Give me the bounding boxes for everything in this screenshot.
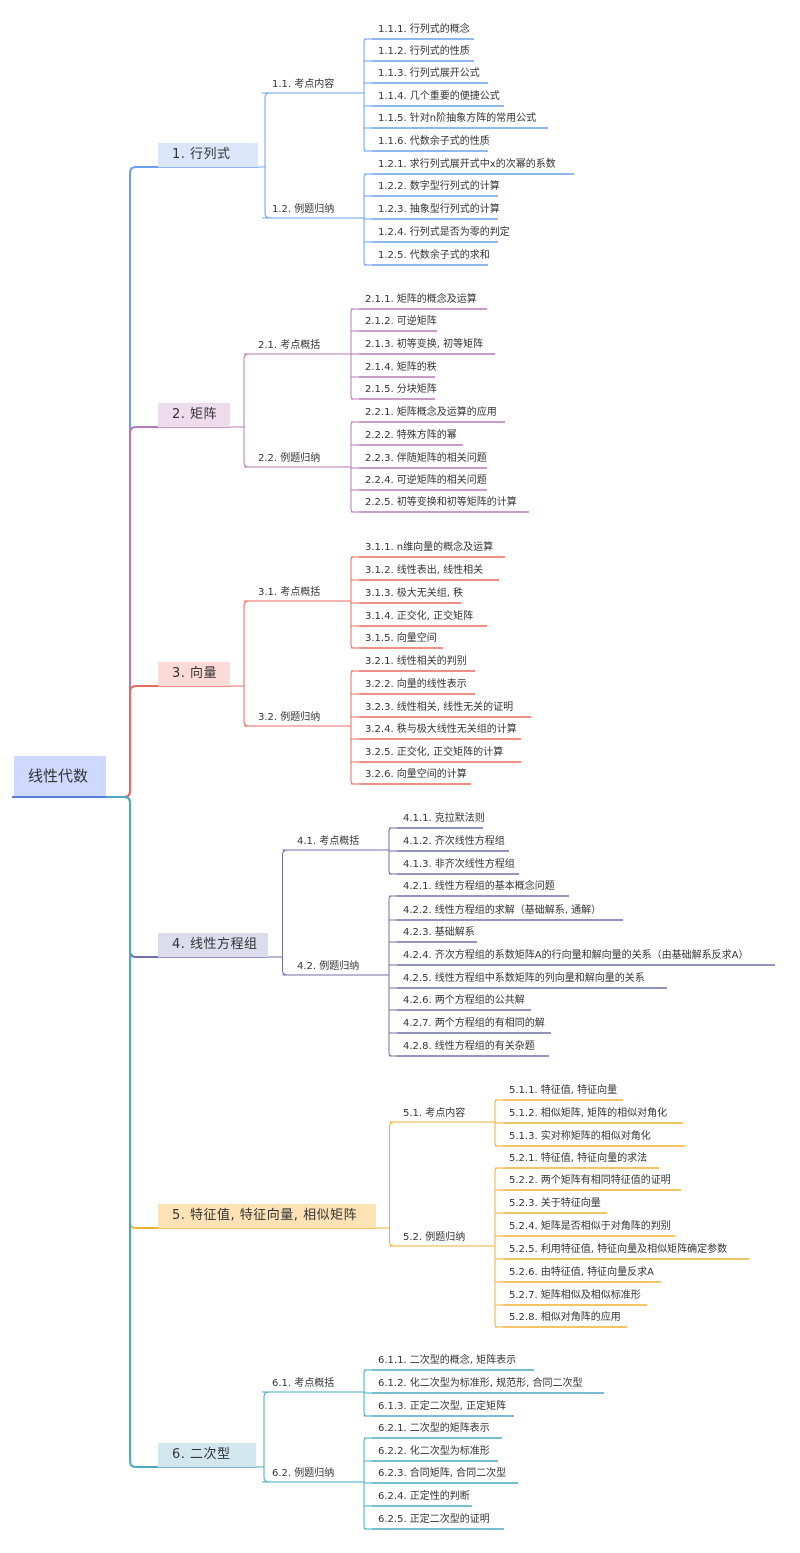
branch-node-1[interactable]: 1. 行列式: [158, 143, 258, 167]
sub-node-5-2[interactable]: 5.2. 例题归纳: [403, 1232, 466, 1243]
leaf-node-3-2-1[interactable]: 3.2.1. 线性相关的判别: [365, 656, 467, 667]
leaf-node-4-1-3[interactable]: 4.1.3. 非齐次线性方程组: [403, 859, 515, 870]
leaf-node-1-2-2[interactable]: 1.2.2. 数字型行列式的计算: [378, 181, 500, 192]
leaf-node-5-1-2[interactable]: 5.1.2. 相似矩阵, 矩阵的相似对角化: [509, 1108, 668, 1119]
sub-node-4-2[interactable]: 4.2. 例题归纳: [297, 961, 360, 972]
leaf-node-6-2-1[interactable]: 6.2.1. 二次型的矩阵表示: [378, 1423, 490, 1434]
leaf-node-5-1-1[interactable]: 5.1.1. 特征值, 特征向量: [509, 1085, 618, 1096]
leaf-node-6-2-5[interactable]: 6.2.5. 正定二次型的证明: [378, 1514, 490, 1525]
leaf-node-4-2-4[interactable]: 4.2.4. 齐次方程组的系数矩阵A的行向量和解向量的关系（由基础解系反求A）: [403, 950, 749, 961]
leaf-node-1-2-1[interactable]: 1.2.1. 求行列式展开式中x的次幂的系数: [378, 159, 556, 170]
branch-node-2[interactable]: 2. 矩阵: [158, 403, 230, 427]
leaf-node-3-2-6[interactable]: 3.2.6. 向量空间的计算: [365, 769, 467, 780]
leaf-node-5-1-3[interactable]: 5.1.3. 实对称矩阵的相似对角化: [509, 1131, 651, 1142]
leaf-node-1-1-1[interactable]: 1.1.1. 行列式的概念: [378, 24, 470, 35]
leaf-node-2-1-1[interactable]: 2.1.1. 矩阵的概念及运算: [365, 294, 477, 305]
root-node[interactable]: 线性代数: [14, 756, 106, 796]
leaf-node-6-1-2[interactable]: 6.1.2. 化二次型为标准形, 规范形, 合同二次型: [378, 1378, 583, 1389]
sub-node-3-1[interactable]: 3.1. 考点概括: [258, 587, 321, 598]
leaf-node-4-2-1[interactable]: 4.2.1. 线性方程组的基本概念问题: [403, 881, 555, 892]
leaf-node-4-2-5[interactable]: 4.2.5. 线性方程组中系数矩阵的列向量和解向量的关系: [403, 973, 645, 984]
leaf-node-2-2-4[interactable]: 2.2.4. 可逆矩阵的相关问题: [365, 475, 487, 486]
leaf-node-6-1-3[interactable]: 6.1.3. 正定二次型, 正定矩阵: [378, 1401, 507, 1412]
leaf-node-2-2-3[interactable]: 2.2.3. 伴随矩阵的相关问题: [365, 453, 487, 464]
leaf-node-5-2-7[interactable]: 5.2.7. 矩阵相似及相似标准形: [509, 1290, 641, 1301]
leaf-node-4-2-2[interactable]: 4.2.2. 线性方程组的求解（基础解系, 通解）: [403, 905, 602, 916]
leaf-node-4-1-2[interactable]: 4.1.2. 齐次线性方程组: [403, 836, 505, 847]
leaf-node-6-2-2[interactable]: 6.2.2. 化二次型为标准形: [378, 1446, 490, 1457]
leaf-node-2-2-1[interactable]: 2.2.1. 矩阵概念及运算的应用: [365, 407, 497, 418]
leaf-node-1-1-3[interactable]: 1.1.3. 行列式展开公式: [378, 68, 480, 79]
leaf-node-2-1-2[interactable]: 2.1.2. 可逆矩阵: [365, 316, 437, 327]
sub-node-1-1[interactable]: 1.1. 考点内容: [272, 79, 335, 90]
leaf-node-4-2-6[interactable]: 4.2.6. 两个方程组的公共解: [403, 995, 525, 1006]
leaf-node-1-2-5[interactable]: 1.2.5. 代数余子式的求和: [378, 250, 490, 261]
leaf-node-4-2-8[interactable]: 4.2.8. 线性方程组的有关杂题: [403, 1041, 535, 1052]
leaf-node-5-2-2[interactable]: 5.2.2. 两个矩阵有相同特征值的证明: [509, 1175, 671, 1186]
leaf-node-5-2-6[interactable]: 5.2.6. 由特征值, 特征向量反求A: [509, 1267, 654, 1278]
leaf-node-3-2-2[interactable]: 3.2.2. 向量的线性表示: [365, 679, 467, 690]
leaf-node-2-2-5[interactable]: 2.2.5. 初等变换和初等矩阵的计算: [365, 497, 517, 508]
leaf-node-3-2-4[interactable]: 3.2.4. 秩与极大线性无关组的计算: [365, 724, 517, 735]
leaf-node-5-2-8[interactable]: 5.2.8. 相似对角阵的应用: [509, 1312, 621, 1323]
leaf-node-1-1-6[interactable]: 1.1.6. 代数余子式的性质: [378, 136, 490, 147]
branch-node-5[interactable]: 5. 特征值, 特征向量, 相似矩阵: [158, 1204, 376, 1228]
leaf-node-5-2-4[interactable]: 5.2.4. 矩阵是否相似于对角阵的判别: [509, 1221, 671, 1232]
branch-node-6[interactable]: 6. 二次型: [158, 1443, 256, 1467]
leaf-node-3-2-5[interactable]: 3.2.5. 正交化, 正交矩阵的计算: [365, 747, 504, 758]
leaf-node-2-2-2[interactable]: 2.2.2. 特殊方阵的幂: [365, 430, 457, 441]
leaf-node-4-2-7[interactable]: 4.2.7. 两个方程组的有相同的解: [403, 1018, 545, 1029]
sub-node-2-1[interactable]: 2.1. 考点概括: [258, 340, 321, 351]
leaf-node-6-1-1[interactable]: 6.1.1. 二次型的概念, 矩阵表示: [378, 1355, 517, 1366]
sub-node-1-2[interactable]: 1.2. 例题归纳: [272, 204, 335, 215]
leaf-node-6-2-3[interactable]: 6.2.3. 合同矩阵, 合同二次型: [378, 1468, 507, 1479]
leaf-node-2-1-5[interactable]: 2.1.5. 分块矩阵: [365, 384, 437, 395]
leaf-node-3-1-2[interactable]: 3.1.2. 线性表出, 线性相关: [365, 565, 484, 576]
sub-node-5-1[interactable]: 5.1. 考点内容: [403, 1108, 466, 1119]
leaf-node-1-1-5[interactable]: 1.1.5. 针对n阶抽象方阵的常用公式: [378, 113, 537, 124]
branch-node-4[interactable]: 4. 线性方程组: [158, 933, 268, 957]
branch-node-3[interactable]: 3. 向量: [158, 662, 230, 686]
leaf-node-5-2-1[interactable]: 5.2.1. 特征值, 特征向量的求法: [509, 1153, 648, 1164]
sub-node-3-2[interactable]: 3.2. 例题归纳: [258, 712, 321, 723]
leaf-node-3-1-4[interactable]: 3.1.4. 正交化, 正交矩阵: [365, 611, 474, 622]
leaf-node-1-2-4[interactable]: 1.2.4. 行列式是否为零的判定: [378, 227, 510, 238]
leaf-node-4-1-1[interactable]: 4.1.1. 克拉默法则: [403, 813, 485, 824]
sub-node-6-2[interactable]: 6.2. 例题归纳: [272, 1468, 335, 1479]
sub-node-2-2[interactable]: 2.2. 例题归纳: [258, 453, 321, 464]
leaf-node-6-2-4[interactable]: 6.2.4. 正定性的判断: [378, 1491, 470, 1502]
leaf-node-5-2-5[interactable]: 5.2.5. 利用特征值, 特征向量及相似矩阵确定参数: [509, 1244, 728, 1255]
leaf-node-5-2-3[interactable]: 5.2.3. 关于特征向量: [509, 1198, 601, 1209]
leaf-node-3-1-3[interactable]: 3.1.3. 极大无关组, 秩: [365, 588, 464, 599]
leaf-node-3-2-3[interactable]: 3.2.3. 线性相关, 线性无关的证明: [365, 702, 514, 713]
leaf-node-1-1-2[interactable]: 1.1.2. 行列式的性质: [378, 46, 470, 57]
leaf-node-2-1-4[interactable]: 2.1.4. 矩阵的秩: [365, 362, 437, 373]
sub-node-4-1[interactable]: 4.1. 考点概括: [297, 836, 360, 847]
leaf-node-3-1-5[interactable]: 3.1.5. 向量空间: [365, 633, 437, 644]
leaf-node-4-2-3[interactable]: 4.2.3. 基础解系: [403, 927, 475, 938]
leaf-node-3-1-1[interactable]: 3.1.1. n维向量的概念及运算: [365, 542, 494, 553]
sub-node-6-1[interactable]: 6.1. 考点概括: [272, 1378, 335, 1389]
leaf-node-1-2-3[interactable]: 1.2.3. 抽象型行列式的计算: [378, 204, 500, 215]
leaf-node-2-1-3[interactable]: 2.1.3. 初等变换, 初等矩阵: [365, 339, 484, 350]
leaf-node-1-1-4[interactable]: 1.1.4. 几个重要的便捷公式: [378, 91, 500, 102]
